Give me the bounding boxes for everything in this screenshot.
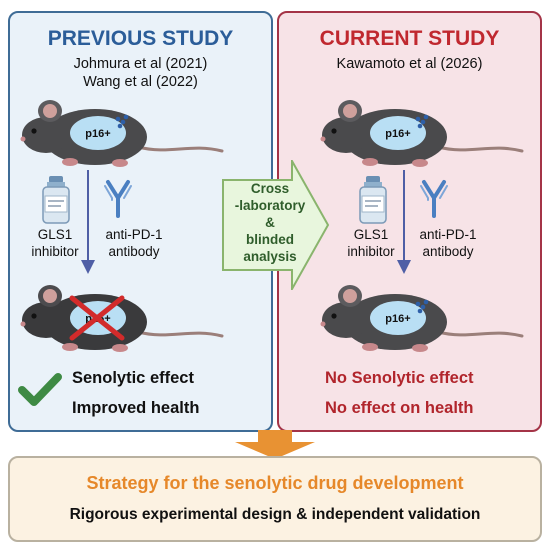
drug1-line2-current: inhibitor	[347, 244, 395, 259]
strategy-subtitle: Rigorous experimental design & independe…	[69, 506, 481, 523]
treatment-arrow-current	[397, 170, 411, 274]
current-effect-2: No effect on health	[325, 399, 474, 417]
drug-bottle-icon-current	[359, 176, 387, 224]
mouse-top-previous: p16+	[20, 100, 224, 167]
center-line-5: analysis	[243, 249, 297, 264]
current-citation-1: Kawamoto et al (2026)	[336, 56, 483, 72]
previous-citation-2: Wang et al (2022)	[83, 74, 198, 90]
cross-laboratory-arrow	[222, 160, 330, 290]
previous-effect-2: Improved health	[72, 399, 200, 417]
cross-icon	[69, 295, 125, 341]
drug1-line1-current: GLS1	[353, 227, 389, 242]
drug2-label-previous: anti-PD-1 antibody	[96, 226, 172, 260]
center-line-2: -laboratory	[234, 198, 306, 213]
drug1-line1-previous: GLS1	[37, 227, 73, 242]
cross-laboratory-text: Cross -laboratory & blinded analysis	[222, 180, 318, 265]
drug2-line2-current: antibody	[422, 244, 474, 259]
drug1-line2-previous: inhibitor	[31, 244, 79, 259]
drug-bottle-icon-previous	[42, 176, 70, 224]
orange-down-arrow	[235, 430, 315, 459]
current-effect-1: No Senolytic effect	[325, 369, 474, 387]
previous-study-title: PREVIOUS STUDY	[47, 27, 234, 50]
previous-effect-1: Senolytic effect	[72, 369, 194, 387]
treatment-arrow-previous	[81, 170, 95, 274]
mouse-top-current: p16+	[320, 100, 524, 167]
drug2-label-current: anti-PD-1 antibody	[410, 226, 486, 260]
center-line-4: blinded	[246, 232, 294, 247]
mouse-bottom-current: p16+	[320, 285, 524, 352]
current-study-title: CURRENT STUDY	[319, 27, 500, 50]
p16-label-prev-top: p16+	[85, 128, 110, 140]
drug2-line2-previous: antibody	[108, 244, 160, 259]
center-line-3: &	[265, 215, 275, 230]
drug2-line1-previous: anti-PD-1	[105, 227, 163, 242]
center-line-1: Cross	[250, 181, 290, 196]
drug2-line1-current: anti-PD-1	[419, 227, 477, 242]
mouse-bottom-previous: p16+	[20, 285, 224, 352]
drug1-label-current: GLS1 inhibitor	[336, 226, 406, 260]
p16-label-curr-top: p16+	[385, 128, 410, 140]
p16-label-curr-bottom: p16+	[385, 313, 410, 325]
strategy-title: Strategy for the senolytic drug developm…	[86, 473, 464, 493]
antibody-icon-previous	[104, 180, 132, 218]
check-icon	[18, 373, 62, 406]
antibody-icon-current	[420, 180, 448, 218]
previous-citation-1: Johmura et al (2021)	[73, 56, 208, 72]
strategy-box: Strategy for the senolytic drug developm…	[8, 456, 542, 542]
drug1-label-previous: GLS1 inhibitor	[20, 226, 90, 260]
